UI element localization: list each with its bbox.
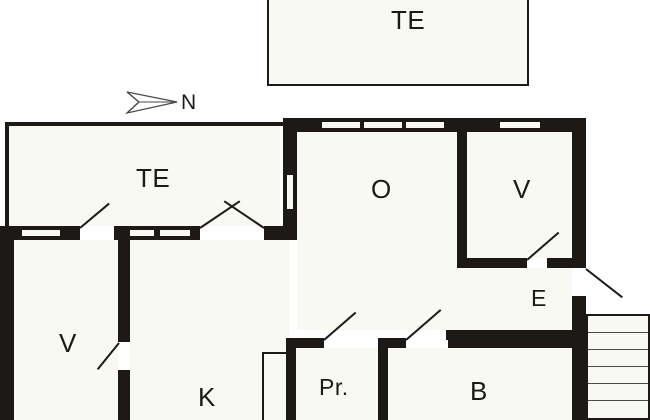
wall-bedroom-right-bottom-2 [547,258,586,268]
window-terrace-right-edge [286,175,294,209]
window-bedroom-right [500,121,540,129]
terrace-left-wall-left [5,122,9,230]
entry-floor [297,268,572,330]
exterior-wall-left [0,226,14,420]
room-label-entry: E [531,285,547,311]
wall-bathroom-left [286,338,296,420]
window-terrace-mid-1 [124,229,154,237]
wall-entry-bottom [446,330,572,340]
wall-bedroom-bottom-top-left [388,338,406,348]
exterior-wall-right-lower [572,296,586,420]
room-label-bedroom-right: V [513,174,531,204]
room-label-kitchen: K [198,382,216,412]
bathroom-floor [296,348,378,420]
room-label-bedroom-bottom: B [470,376,488,406]
room-label-terrace-left: TE [136,163,171,193]
window-terrace-left [22,229,60,237]
exterior-stairs [586,314,650,420]
stair-tread [588,366,648,367]
window-terrace-mid-2 [160,229,190,237]
stair-tread [588,332,648,333]
wall-bedroom-bottom-top-right [448,338,572,348]
stair-tread [588,383,648,384]
room-label-terrace-upper: TE [391,5,426,35]
terrace-upper-outline [267,0,529,86]
bedroom-left-floor [14,240,118,420]
bedroom-bottom-floor [388,348,572,420]
wall-bedroom-left-right-upper [118,226,130,342]
stair-tread [588,400,648,401]
room-label-living: O [371,174,392,204]
wall-bedroom-right-bottom [457,258,527,268]
north-arrow-icon [124,91,178,115]
stair-tread [588,349,648,350]
window-living-2 [364,121,402,129]
wall-living-bedroom-divider [457,118,467,268]
door-leaf-entry-exterior [585,268,623,299]
exterior-wall-right-upper [572,118,586,268]
wall-bathroom-top [286,338,324,348]
wall-bathroom-right [378,338,388,420]
wall-terrace-house-right [264,226,286,240]
terrace-left-wall-top [5,122,285,126]
wall-bedroom-left-right-lower [118,370,130,420]
window-living-1 [322,121,360,129]
compass: N [124,88,205,118]
compass-north-label: N [181,91,197,114]
window-living-3 [406,121,444,129]
room-label-bedroom-left: V [59,328,77,358]
room-label-bathroom: Pr. [319,374,349,400]
